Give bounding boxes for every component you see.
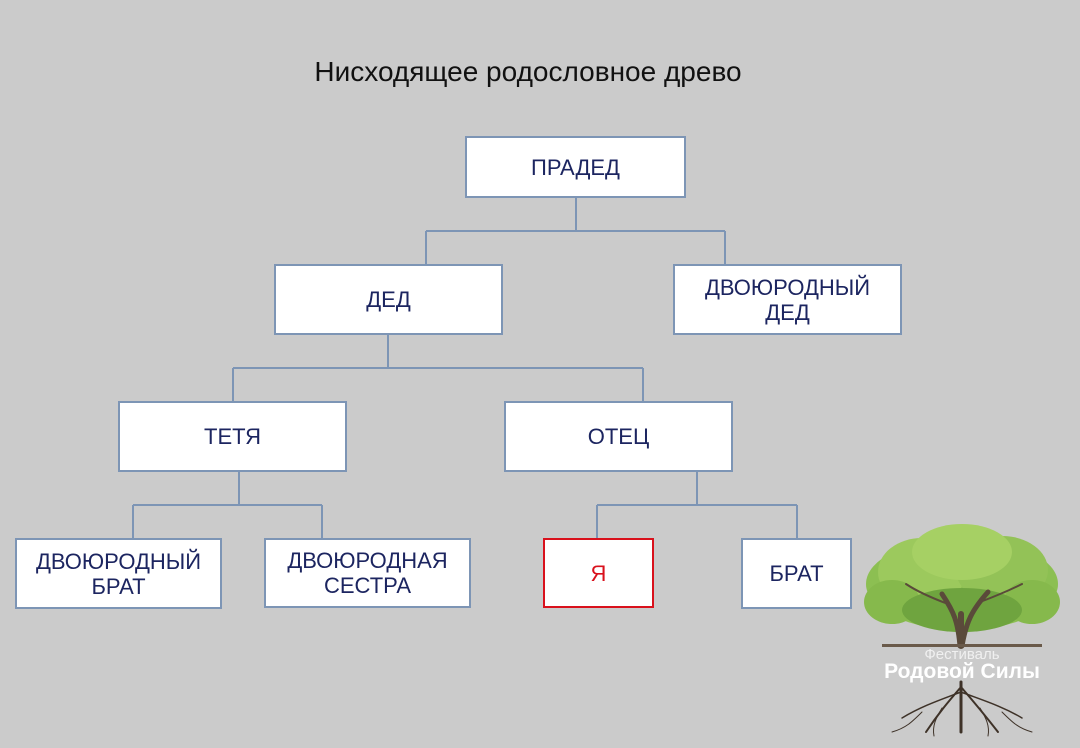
node-dvoyurodnaya-sestra: ДВОЮРОДНАЯ СЕСТРА [264,538,471,608]
connector-otets [596,472,798,539]
diagram-title: Нисходящее родословное древо [314,56,742,87]
node-dvoyurodny-ded: ДВОЮРОДНЫЙ ДЕД [673,264,902,335]
logo-text-line2: Родовой Силы [884,660,1040,683]
connector-tetya [132,472,323,539]
node-ded: ДЕД [274,264,503,335]
node-dvoyurodny-brat: ДВОЮРОДНЫЙ БРАТ [15,538,222,609]
node-brat: БРАТ [741,538,852,609]
node-otets: ОТЕЦ [504,401,733,472]
connector-praded [425,198,726,265]
node-ya: Я [543,538,654,608]
connector-ded [232,335,644,402]
tree-logo-icon [864,524,1060,737]
logo-text-line1: Фестиваль [924,646,1000,663]
node-praded: ПРАДЕД [465,136,686,198]
node-tetya: ТЕТЯ [118,401,347,472]
